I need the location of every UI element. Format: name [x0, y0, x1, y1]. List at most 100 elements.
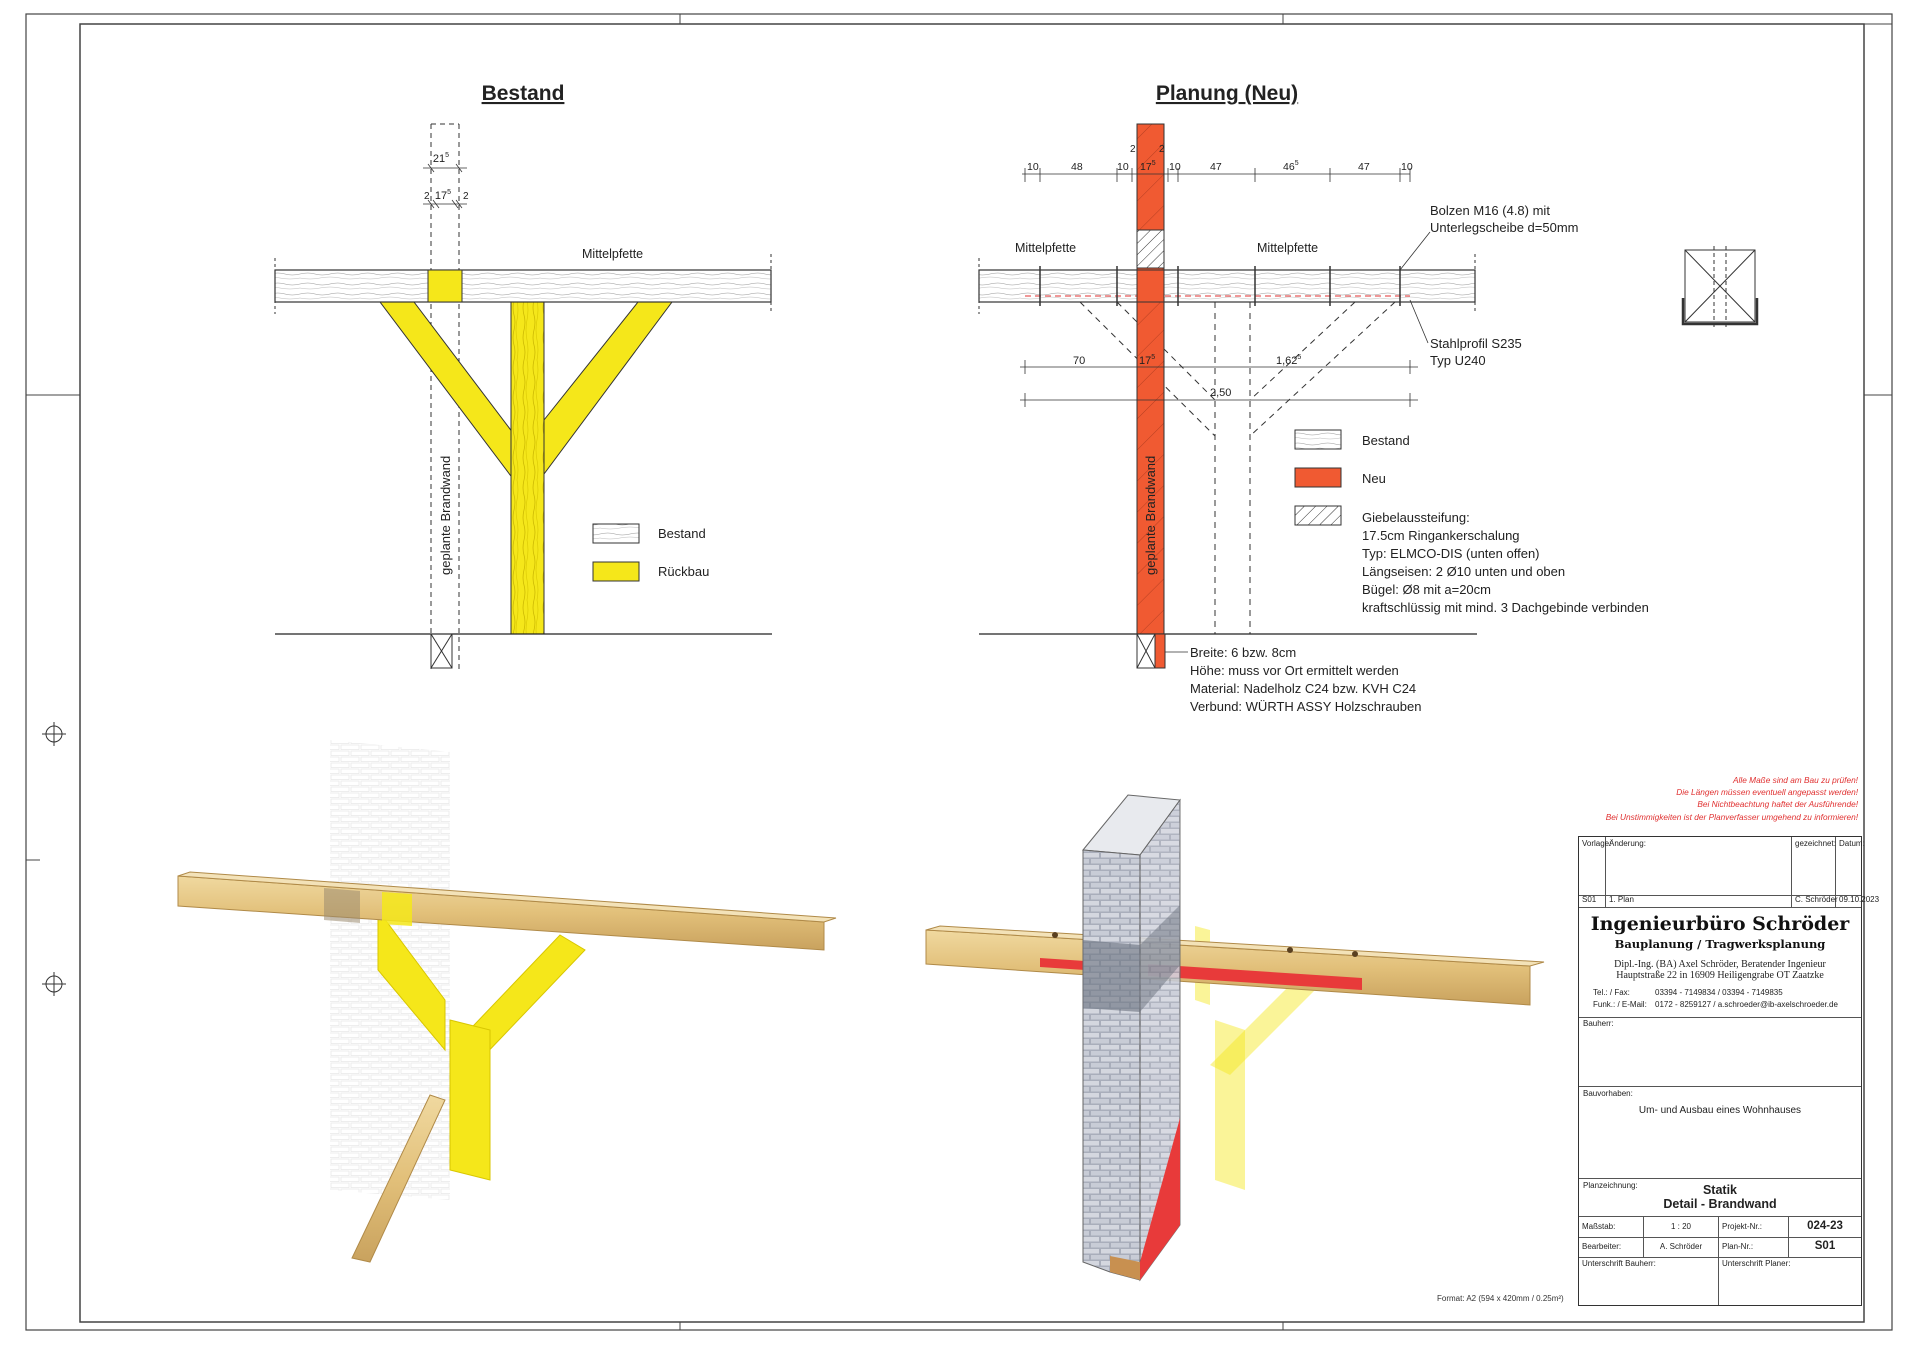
left-mittelpfette-beam: [274, 254, 772, 314]
left-legend: Bestand Rückbau: [592, 523, 709, 582]
right-dim-row2-a: 70: [1073, 355, 1085, 367]
right-legend-label-neu: Neu: [1362, 471, 1386, 486]
footing-note-2: Höhe: muss vor Ort ermittelt werden: [1190, 663, 1399, 678]
revision-row: S01 1. Plan C. Schröder 09.10.2023: [1579, 895, 1880, 908]
registration-mark-upper: [42, 722, 66, 746]
right-top-dim-3: 10: [1117, 161, 1129, 173]
projekt-value: 024-23: [1807, 1220, 1843, 1232]
right-top-dim-4: 175: [1140, 160, 1156, 173]
revision-header-row: Vorlage: Änderung: gezeichnet: Datum:: [1579, 837, 1865, 896]
right-existing-members-dashed: [1079, 301, 1396, 634]
right-mittelpfette-beam: [978, 254, 1476, 314]
signature-planer: Unterschrift Planer:: [1722, 1259, 1791, 1268]
left-legend-label-bestand: Bestand: [658, 526, 706, 541]
right-title: Planung (Neu): [1156, 82, 1298, 105]
bearbeiter-label: Bearbeiter:: [1579, 1237, 1644, 1257]
left-rueckbau-members: [378, 301, 673, 635]
right-footing: [1136, 633, 1166, 669]
warning-line-3: Bei Nichtbeachtung haftet der Ausführend…: [1697, 799, 1858, 810]
bauvorhaben-label: Bauvorhaben:: [1583, 1089, 1633, 1098]
right-top-dim-6: 47: [1210, 161, 1222, 173]
left-legend-label-rueckbau: Rückbau: [658, 564, 709, 579]
head-vorlage: Vorlage:: [1579, 837, 1611, 895]
left-legend-swatch-bestand: [592, 523, 640, 544]
rev-datum: 09.10.2023: [1839, 895, 1880, 904]
firm-block: Ingenieurbüro Schröder Bauplanung / Trag…: [1579, 907, 1861, 1018]
massstab-label: Maßstab:: [1579, 1217, 1644, 1237]
right-top-dim-8: 47: [1358, 161, 1370, 173]
plan-title-1: Statik: [1702, 1183, 1738, 1197]
left-dim-top: 215: [433, 152, 449, 165]
right-dim-row2-c: 1,625: [1276, 354, 1301, 367]
projekt-label: Projekt-Nr.:: [1719, 1217, 1789, 1237]
hatch-line-2: 17.5cm Ringankerschalung: [1362, 528, 1520, 543]
right-top-dim-5: 10: [1169, 161, 1181, 173]
right-top-dims: 10 48 10 175 10 47 465 47 10 2 2: [1027, 144, 1413, 173]
registration-mark-lower: [42, 972, 66, 996]
right-top-dim-2: 48: [1071, 161, 1083, 173]
right-legend-label-bestand: Bestand: [1362, 433, 1410, 448]
rev-gezeichnet: C. Schröder: [1792, 895, 1838, 907]
left-dim-side-left: 2: [424, 191, 430, 202]
planzeichnung-label: Planzeichnung:: [1583, 1181, 1638, 1190]
rev-aenderung: 1. Plan: [1606, 895, 1792, 907]
left-legend-swatch-rueckbau: [592, 561, 640, 582]
right-legend-swatch-neu: [1294, 467, 1342, 488]
massstab-row: Maßstab: 1 : 20 Projekt-Nr.: 024-23: [1579, 1217, 1861, 1238]
right-bolts: [1039, 266, 1401, 306]
right-top-dim-chain: [1022, 168, 1411, 182]
left-dim-side-right: 2: [463, 191, 469, 202]
left-title: Bestand: [482, 82, 565, 105]
right-top-dim-7: 465: [1283, 160, 1299, 173]
right-legend-swatch-bestand: [1294, 429, 1342, 450]
left-wall-label: geplante Brandwand: [438, 456, 453, 575]
format-note: Format: A2 (594 x 420mm / 0.25m²): [1437, 1294, 1564, 1303]
right-wall-side-dim-right: 2: [1159, 144, 1165, 155]
left-dimensions: [423, 163, 467, 209]
bauvorhaben-value: Um- und Ausbau eines Wohnhauses: [1638, 1105, 1802, 1116]
right-wall-label: geplante Brandwand: [1143, 456, 1158, 575]
warning-line-2: Die Längen müssen eventuell angepasst we…: [1676, 787, 1858, 798]
signature-bauherr: Unterschrift Bauherr:: [1579, 1257, 1719, 1305]
bauherr-block: Bauherr:: [1579, 1017, 1861, 1087]
plan-title-2: Detail - Brandwand: [1663, 1197, 1777, 1211]
right-wall-side-dim-left: 2: [1130, 144, 1136, 155]
render-left: [177, 740, 837, 1263]
left-dim-second: 175: [435, 189, 451, 202]
steel-leader: [1409, 299, 1429, 344]
tel-value: 03394 - 7149834 / 03394 - 7149835: [1655, 988, 1783, 997]
tel-label: Tel.: / Fax:: [1593, 988, 1630, 997]
head-gezeichnet: gezeichnet:: [1792, 837, 1836, 895]
warning-line-1: Alle Maße sind am Bau zu prüfen!: [1733, 775, 1858, 785]
bolt-label-1: Bolzen M16 (4.8) mit: [1430, 203, 1550, 218]
right-new-wall: [1136, 123, 1165, 635]
rev-vorlage: S01: [1579, 895, 1606, 907]
head-aenderung: Änderung:: [1606, 837, 1792, 895]
bolt-leader: [1399, 231, 1431, 271]
planzeichnung-block: Planzeichnung: Statik Detail - Brandwand: [1579, 1179, 1861, 1217]
footing-notes: Breite: 6 bzw. 8cm Höhe: muss vor Ort er…: [1190, 645, 1421, 714]
mail-label: Funk.: / E-Mail:: [1593, 1000, 1647, 1009]
warning-line-4: Bei Unstimmigkeiten ist der Planverfasse…: [1605, 811, 1858, 822]
firm-name: Ingenieurbüro Schröder: [1590, 913, 1850, 935]
hatch-line-5: Bügel: Ø8 mit a=20cm: [1362, 582, 1491, 597]
bearbeiter-row: Bearbeiter: A. Schröder Plan-Nr.: S01: [1579, 1237, 1861, 1258]
mail-value: 0172 - 8259127 / a.schroeder@ib-axelschr…: [1655, 1000, 1838, 1009]
right-legend: Bestand Neu Giebelaussteifung: 17.5cm Ri…: [1294, 429, 1649, 615]
right-dim-row2-b: 175: [1139, 354, 1155, 367]
footing-note-4: Verbund: WÜRTH ASSY Holzschrauben: [1190, 699, 1421, 714]
left-beam-label: Mittelpfette: [582, 247, 643, 261]
warning-notes: Alle Maße sind am Bau zu prüfen! Die Län…: [1528, 774, 1858, 823]
steel-label-1: Stahlprofil S235: [1430, 336, 1522, 351]
bauherr-label: Bauherr:: [1583, 1019, 1614, 1028]
right-lower-dims: [1020, 360, 1418, 407]
footing-note-3: Material: Nadelholz C24 bzw. KVH C24: [1190, 681, 1416, 696]
render-right: [925, 794, 1545, 1282]
plannr-label: Plan-Nr.:: [1719, 1237, 1789, 1257]
right-top-dim-1: 10: [1027, 161, 1039, 173]
hatch-line-4: Längseisen: 2 Ø10 unten und oben: [1362, 564, 1565, 579]
signature-row: Unterschrift Bauherr: Unterschrift Plane…: [1579, 1257, 1861, 1305]
footing-note-1: Breite: 6 bzw. 8cm: [1190, 645, 1296, 660]
steel-label-2: Typ U240: [1430, 353, 1486, 368]
